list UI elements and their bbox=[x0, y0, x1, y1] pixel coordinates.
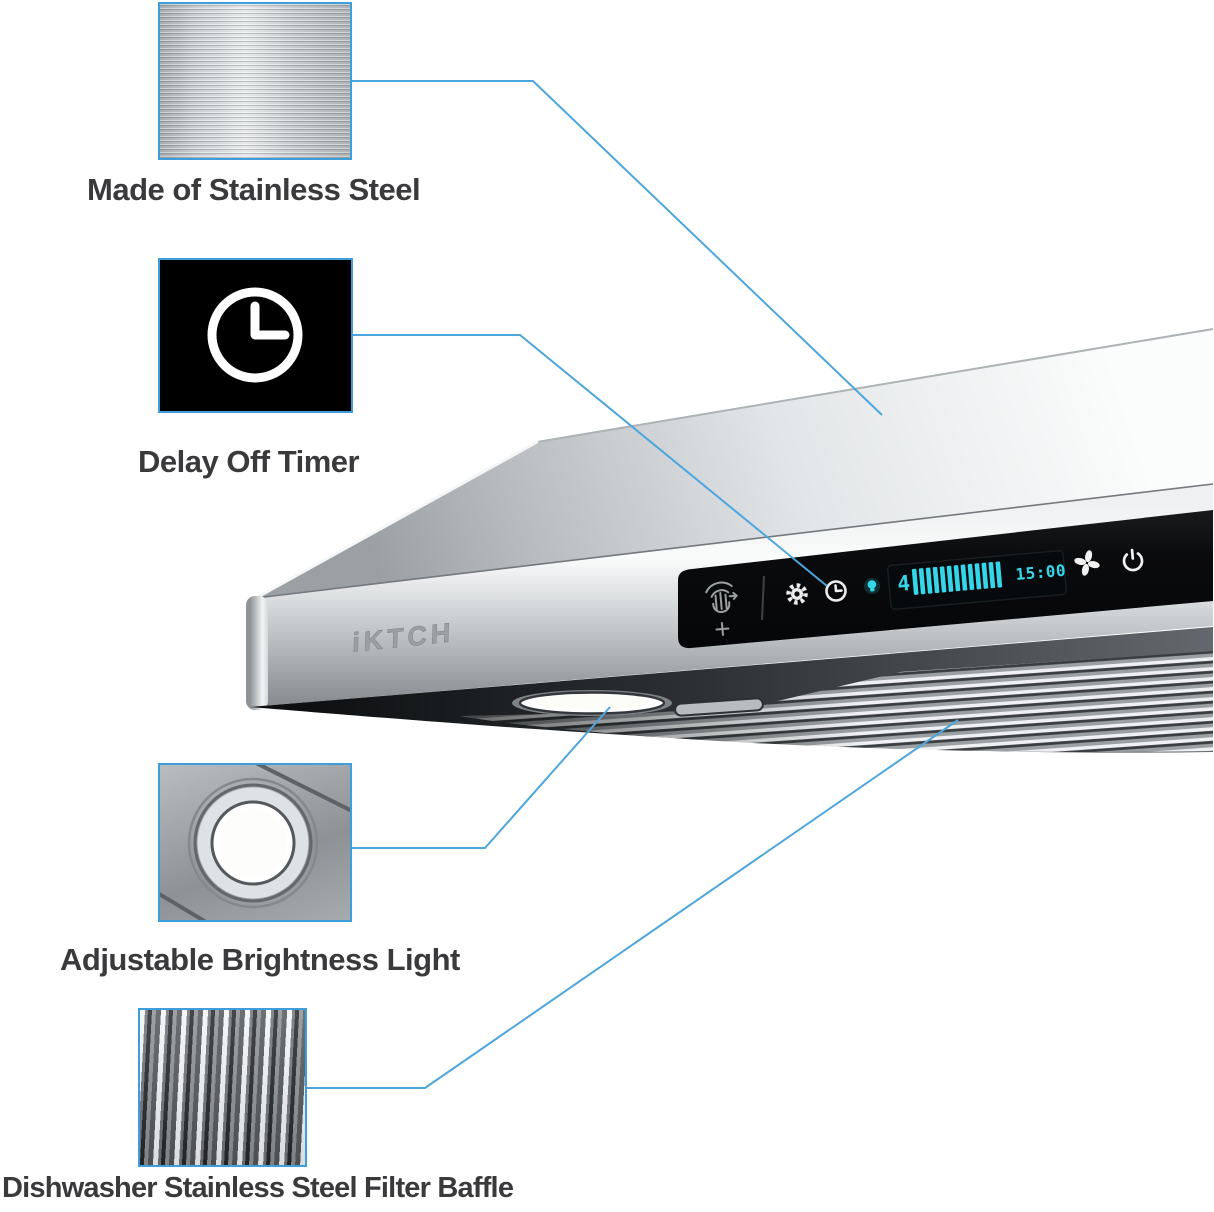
vent-slot bbox=[674, 697, 764, 717]
delay-timer-thumb bbox=[158, 258, 353, 413]
light-ring-photo bbox=[158, 763, 352, 922]
control-panel: 4 15:00 bbox=[678, 510, 1213, 649]
gear-icon bbox=[786, 583, 808, 605]
fan-icon bbox=[1074, 550, 1100, 576]
baffle-filter-texture bbox=[138, 1008, 307, 1167]
callout-label: Made of Stainless Steel bbox=[87, 172, 421, 207]
hood-corner-cap bbox=[246, 596, 268, 710]
display-timer: 15:00 bbox=[1015, 561, 1067, 584]
stainless-steel-texture bbox=[158, 2, 352, 160]
hood-light bbox=[512, 690, 672, 716]
clock-icon bbox=[825, 580, 847, 602]
light-icon bbox=[864, 578, 880, 594]
display-fan-speed: 4 bbox=[896, 571, 911, 596]
display-speed-bars bbox=[911, 561, 1003, 595]
light-ring-icon bbox=[160, 765, 350, 920]
callout-label: Dishwasher Stainless Steel Filter Baffle bbox=[2, 1172, 514, 1204]
power-icon bbox=[1122, 548, 1144, 572]
callout-label: Delay Off Timer bbox=[138, 444, 360, 479]
clock-icon bbox=[207, 287, 303, 383]
gesture-plus-icon bbox=[715, 622, 730, 636]
callout-label: Adjustable Brightness Light bbox=[60, 942, 460, 977]
